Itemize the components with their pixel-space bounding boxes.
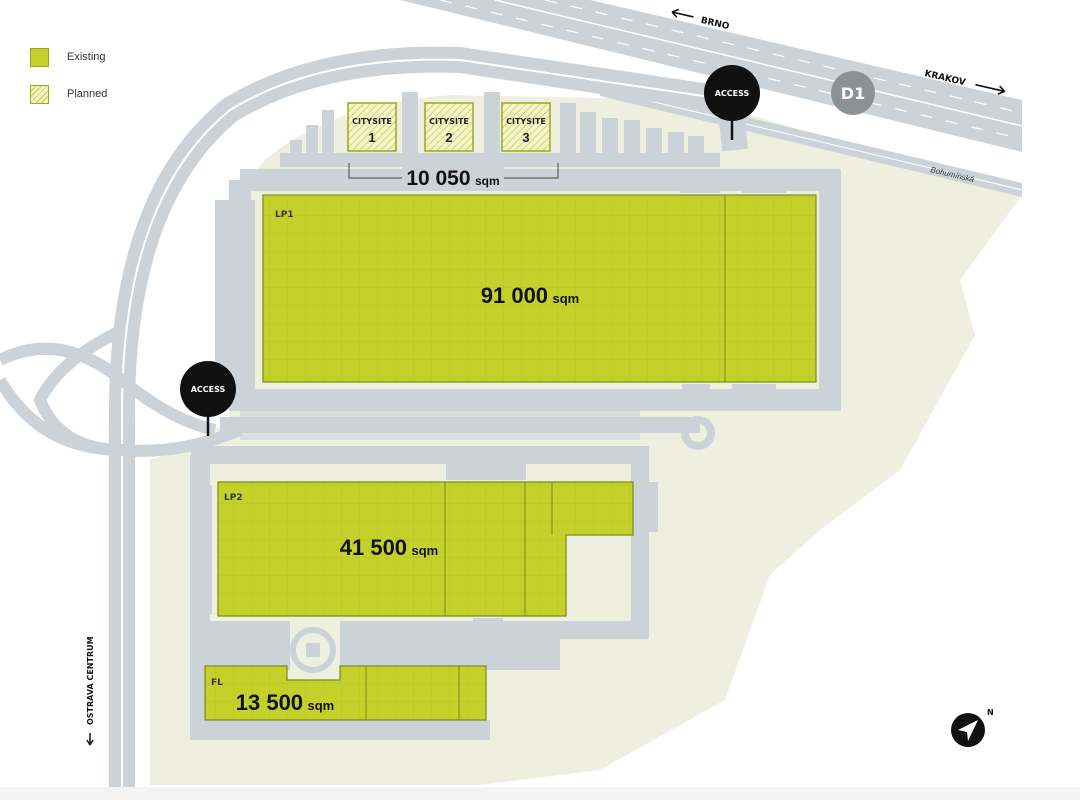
fl-area: 13 500 sqm [236,690,334,715]
direction-ostrava: OSTRAVA CENTRUM [86,636,95,746]
building-lp1[interactable] [262,194,817,383]
svg-text:D1: D1 [841,84,865,103]
arrow-right-icon [975,83,1006,95]
legend: Existing Planned [30,47,107,121]
legend-planned-label: Planned [67,88,108,100]
legend-existing: Existing [30,47,107,67]
bottom-strip [0,787,1080,800]
building-fl[interactable] [204,665,487,721]
citysite-1[interactable] [347,102,397,152]
citysite-1-name: CITYSITE [352,117,392,126]
citysite-3[interactable] [501,102,551,152]
planned-swatch [30,84,49,104]
svg-text:ACCESS: ACCESS [191,385,226,394]
lp1-area: 91 000 sqm [481,283,579,308]
svg-text:N: N [987,708,994,717]
citysite-2[interactable] [424,102,474,152]
arrow-down-icon [86,733,94,746]
lp1-code: LP1 [275,210,294,220]
citysite-3-name: CITYSITE [506,117,546,126]
road-cloverleaf [0,324,243,457]
citysite-1-number: 1 [368,130,375,145]
citysite-2-number: 2 [445,130,452,145]
lp2-area: 41 500 sqm [340,535,438,560]
parking-strips [196,92,786,632]
legend-existing-label: Existing [67,51,106,63]
arrow-left-icon [671,8,694,18]
building-lp2[interactable] [217,481,634,617]
svg-text:ACCESS: ACCESS [715,89,750,98]
access-marker-top[interactable]: ACCESS [704,65,760,140]
citysite-3-number: 3 [522,130,529,145]
north-arrow-icon: N [951,708,994,747]
svg-text:OSTRAVA CENTRUM: OSTRAVA CENTRUM [86,636,95,725]
access-marker-left[interactable]: ACCESS [180,361,236,436]
citysite-2-name: CITYSITE [429,117,469,126]
fl-code: FL [211,678,223,688]
legend-planned: Planned [30,84,107,104]
highway-d1-badge: D1 [831,71,875,115]
citysite-total-area: 10 050 sqm [406,167,499,190]
lp2-code: LP2 [224,493,243,503]
existing-swatch [30,47,49,67]
